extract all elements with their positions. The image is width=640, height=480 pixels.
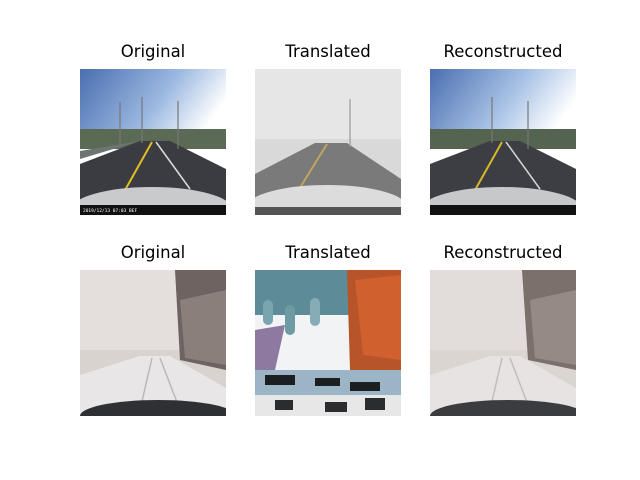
panel-row1-reconstructed: Reconstructed — [430, 42, 576, 215]
panel-row1-original: Original 2019/12/13 07:03 BEF — [80, 42, 226, 215]
panel-row2-original: Original — [80, 243, 226, 416]
snow-original-image — [80, 270, 226, 416]
panel-title: Original — [120, 42, 186, 61]
panel-row1-translated: Translated — [255, 42, 401, 215]
timestamp-stamp: 2019/12/13 07:03 BEF — [83, 208, 137, 214]
panel-title: Reconstructed — [443, 243, 563, 262]
panel-title: Original — [120, 243, 186, 262]
snow-reconstructed-image — [430, 270, 576, 416]
panel-title: Reconstructed — [443, 42, 563, 61]
highway-original-image: 2019/12/13 07:03 BEF — [80, 69, 226, 215]
highway-translated-image — [255, 69, 401, 215]
panel-row2-reconstructed: Reconstructed — [430, 243, 576, 416]
panel-title: Translated — [285, 42, 371, 61]
highway-reconstructed-image — [430, 69, 576, 215]
panel-title: Translated — [285, 243, 371, 262]
snow-translated-image — [255, 270, 401, 416]
panel-row2-translated: Translated — [255, 243, 401, 416]
